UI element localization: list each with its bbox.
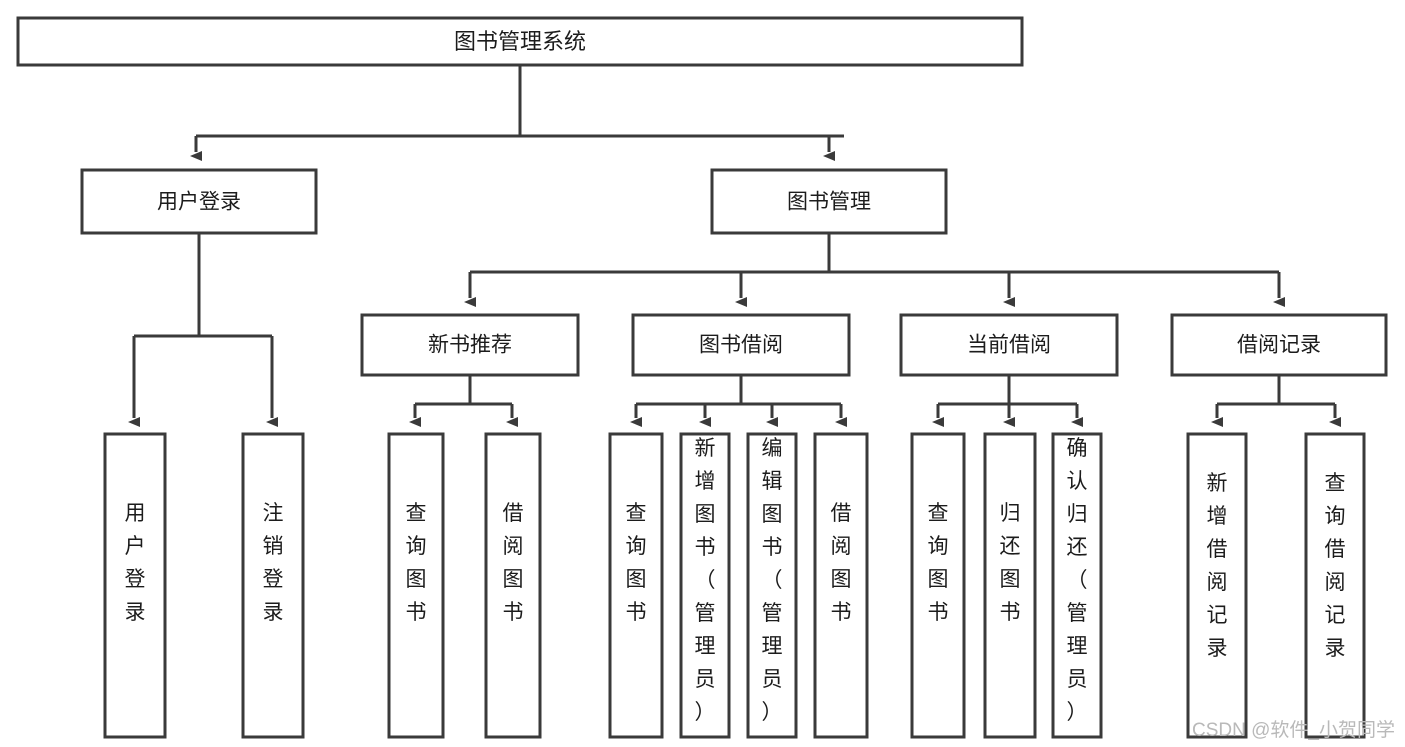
- node-new-book-recommend[interactable]: 新书推荐: [360, 313, 580, 377]
- node-borrow-record-label: 借阅记录: [1237, 334, 1321, 357]
- node-book-management-box: [710, 168, 948, 235]
- node-user-login-label: 用户登录: [157, 191, 241, 214]
- node-user-login-box: [80, 168, 318, 235]
- leaf-query-book-rec[interactable]: 查询图书: [387, 432, 445, 739]
- leaf-logout-box: [241, 432, 305, 739]
- leaf-user-login-label: 用户登录: [125, 502, 146, 624]
- leaf-borrow-book-box: [813, 432, 869, 739]
- leaf-query-book-rec-box: [387, 432, 445, 739]
- node-current-borrow-box: [899, 313, 1119, 377]
- leaf-add-borrow-record-box: [1186, 432, 1248, 739]
- leaf-query-book-current-box: [910, 432, 966, 739]
- node-book-borrow-box: [631, 313, 851, 377]
- node-root-system-label: 图书管理系统: [454, 29, 586, 54]
- leaf-borrow-book[interactable]: 借阅图书: [813, 432, 869, 739]
- node-book-management-label: 图书管理: [787, 191, 871, 214]
- node-root-system-box: [16, 16, 1024, 67]
- node-user-login[interactable]: 用户登录: [80, 168, 318, 235]
- leaf-query-book-borrow-label: 查询图书: [626, 502, 647, 624]
- leaf-query-book-rec-label: 查询图书: [406, 502, 427, 624]
- leaf-borrow-book-rec-box: [484, 432, 542, 739]
- leaf-borrow-book-rec[interactable]: 借阅图书: [484, 432, 542, 739]
- node-borrow-record-box: [1170, 313, 1388, 377]
- node-new-book-recommend-label: 新书推荐: [428, 334, 512, 357]
- leaf-add-borrow-record[interactable]: 新增借阅记录: [1186, 432, 1248, 739]
- node-current-borrow-label: 当前借阅: [967, 334, 1051, 357]
- leaf-edit-book-admin[interactable]: 编辑图书（管理员）: [746, 432, 798, 739]
- leaf-edit-book-admin-box: [746, 432, 798, 739]
- leaf-add-book-admin-label: 新增图书（管理员）: [695, 437, 716, 724]
- leaf-logout[interactable]: 注销登录: [241, 432, 305, 739]
- leaf-borrow-book-label: 借阅图书: [831, 502, 852, 624]
- node-borrow-record[interactable]: 借阅记录: [1170, 313, 1388, 377]
- leaf-user-login[interactable]: 用户登录: [103, 432, 167, 739]
- leaf-logout-label: 注销登录: [263, 502, 284, 624]
- leaf-confirm-return-admin[interactable]: 确认归还（管理员）: [1051, 432, 1103, 739]
- leaf-return-book-box: [983, 432, 1037, 739]
- node-book-management[interactable]: 图书管理: [710, 168, 948, 235]
- connector-group-root: [190, 65, 844, 161]
- connector-group-new-book-rec: [409, 375, 518, 427]
- leaf-query-borrow-record[interactable]: 查询借阅记录: [1304, 432, 1366, 739]
- node-root-system[interactable]: 图书管理系统: [16, 16, 1024, 67]
- leaf-query-book-borrow-box: [608, 432, 664, 739]
- leaf-query-borrow-record-label: 查询借阅记录: [1325, 472, 1346, 660]
- leaf-add-borrow-record-label: 新增借阅记录: [1207, 472, 1228, 660]
- node-book-borrow[interactable]: 图书借阅: [631, 313, 851, 377]
- leaf-query-borrow-record-box: [1304, 432, 1366, 739]
- node-new-book-recommend-box: [360, 313, 580, 377]
- connector-group-book-borrow: [630, 375, 847, 427]
- leaf-query-book-borrow[interactable]: 查询图书: [608, 432, 664, 739]
- connector-group-current-borrow: [932, 375, 1083, 427]
- node-book-borrow-label: 图书借阅: [699, 334, 783, 357]
- csdn-watermark: CSDN @软件_小贺同学: [1192, 719, 1395, 741]
- node-current-borrow[interactable]: 当前借阅: [899, 313, 1119, 377]
- leaf-confirm-return-admin-label: 确认归还（管理员）: [1067, 437, 1088, 724]
- leaf-user-login-box: [103, 432, 167, 739]
- leaf-confirm-return-admin-box: [1051, 432, 1103, 739]
- leaf-add-book-admin-box: [679, 432, 731, 739]
- connector-group-book-manage: [464, 233, 1285, 307]
- leaf-edit-book-admin-label: 编辑图书（管理员）: [762, 437, 783, 724]
- connector-group-borrow-record: [1211, 375, 1341, 427]
- leaf-query-book-current-label: 查询图书: [928, 502, 949, 624]
- leaf-add-book-admin[interactable]: 新增图书（管理员）: [679, 432, 731, 739]
- connector-group-user-login: [128, 233, 278, 427]
- leaf-borrow-book-rec-label: 借阅图书: [503, 502, 524, 624]
- leaf-return-book-label: 归还图书: [1000, 502, 1021, 624]
- leaf-query-book-current[interactable]: 查询图书: [910, 432, 966, 739]
- leaf-return-book[interactable]: 归还图书: [983, 432, 1037, 739]
